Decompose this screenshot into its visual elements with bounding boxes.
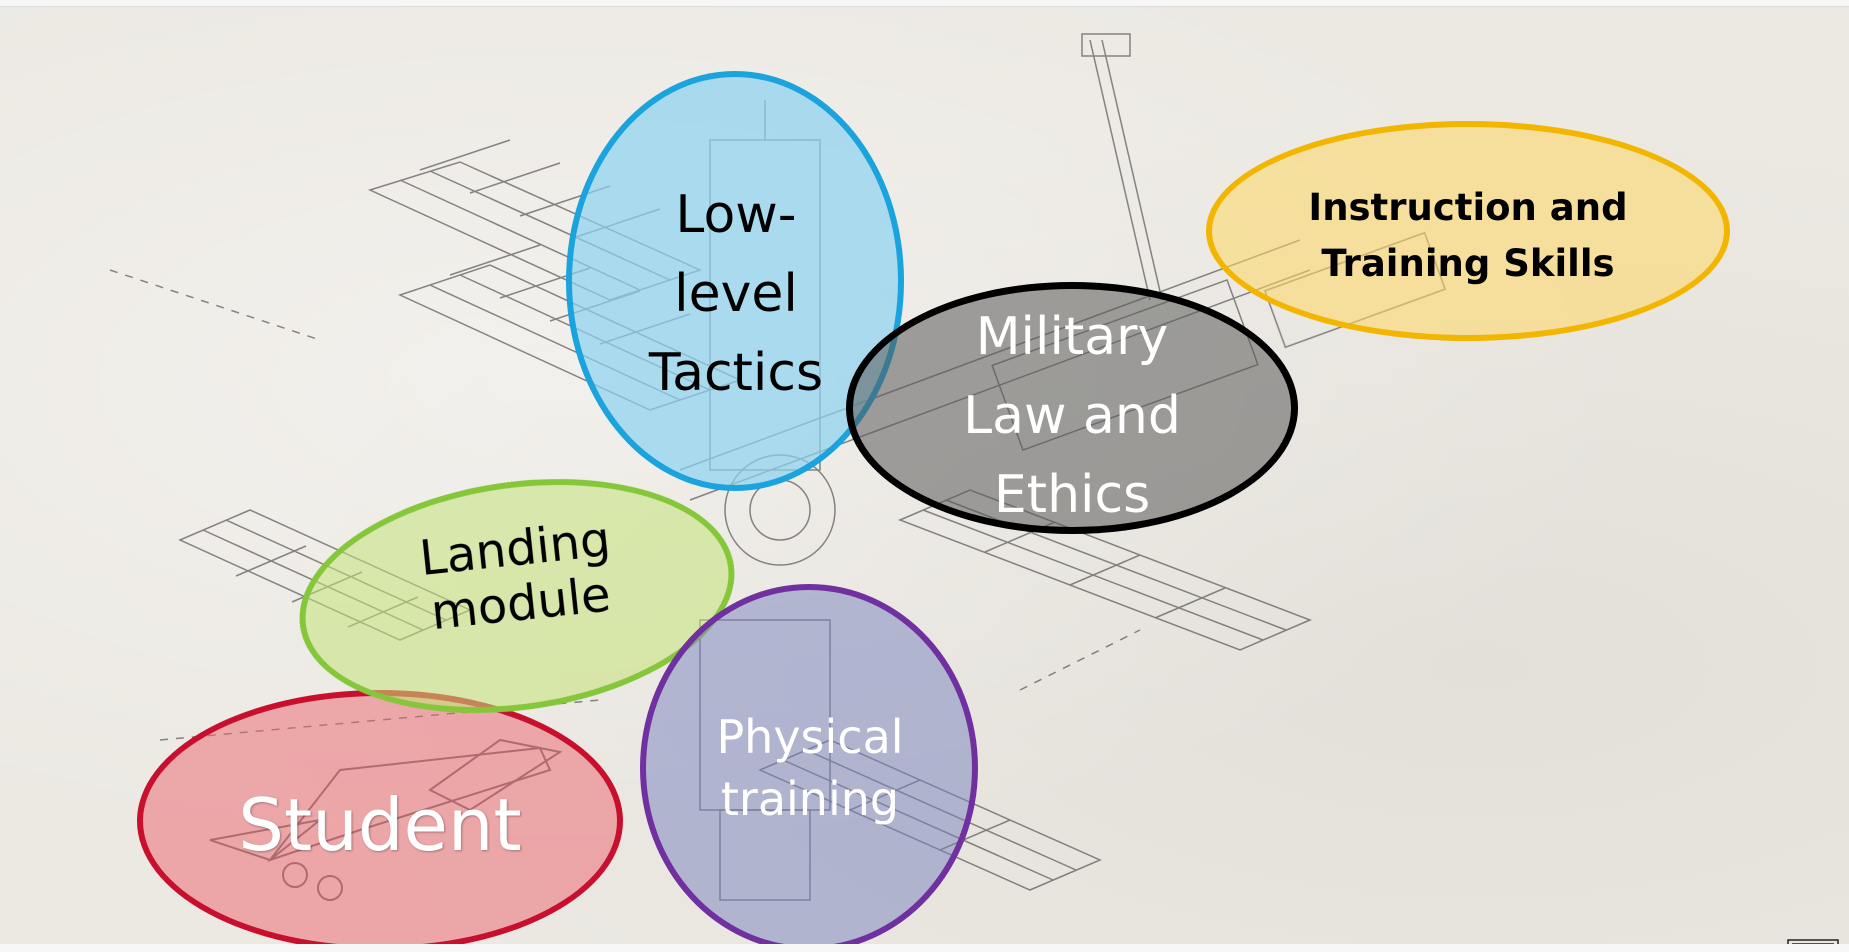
instruction-training-ellipse <box>1206 121 1730 341</box>
low-level-tactics-label: Low- level Tactics <box>648 185 824 404</box>
instruction-training-label: Instruction and Training Skills <box>1308 186 1628 285</box>
physical-training-label: Physical training <box>716 710 904 827</box>
military-law-label: Military Law and Ethics <box>963 307 1181 526</box>
physical-training-ellipse <box>640 584 978 952</box>
top-rule <box>0 0 1849 7</box>
student-label: Student <box>238 783 522 867</box>
bottom-strip <box>0 944 1849 952</box>
military-law-ellipse <box>846 282 1298 534</box>
